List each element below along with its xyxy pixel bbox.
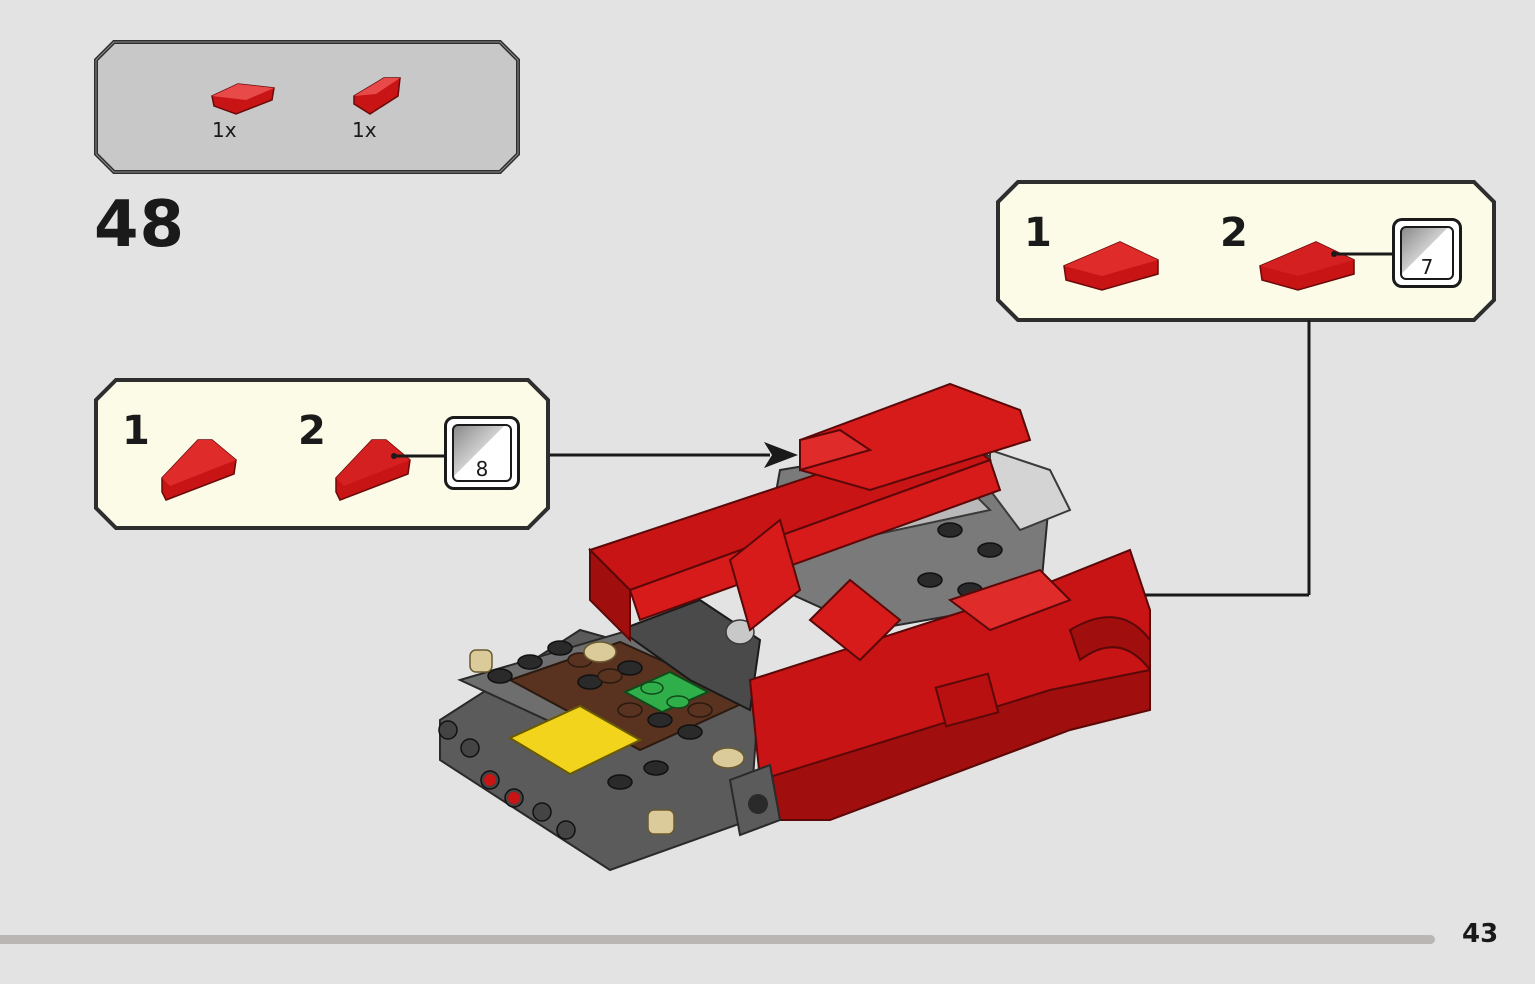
sticker-connector-line	[1332, 252, 1394, 256]
red-wedge-tile-with-sticker-icon	[335, 439, 411, 501]
left-callout-arrow	[550, 442, 798, 468]
car-model-illustration	[438, 382, 1151, 872]
red-wedge-tile-icon	[353, 77, 401, 115]
sticker-icon	[1400, 226, 1454, 280]
page-progress-bar	[0, 935, 1435, 944]
callout-right: 1 2 7	[996, 180, 1496, 322]
step-number: 48	[94, 188, 186, 262]
page-number: 43	[1462, 919, 1499, 949]
part-quantity: 1x	[212, 118, 237, 142]
sticker-8-box: 8	[444, 416, 520, 490]
callout-left: 1 2 8	[94, 378, 550, 530]
sticker-icon	[452, 424, 512, 482]
substep-1-label: 1	[1024, 210, 1052, 256]
sticker-number: 8	[475, 457, 489, 481]
sticker-number: 7	[1420, 255, 1434, 279]
red-slope-tile-with-sticker-icon	[1259, 241, 1355, 291]
red-slope-tile-icon	[1063, 241, 1159, 291]
substep-2-label: 2	[1220, 210, 1248, 256]
part-quantity: 1x	[352, 118, 377, 142]
parts-list-panel: 1x 1x	[94, 40, 520, 174]
sticker-connector-line	[394, 454, 446, 458]
sticker-7-box: 7	[1392, 218, 1462, 288]
red-wedge-tile-icon	[161, 439, 237, 501]
substep-2-label: 2	[298, 408, 326, 454]
red-slope-tile-icon	[211, 83, 275, 115]
substep-1-label: 1	[122, 408, 150, 454]
